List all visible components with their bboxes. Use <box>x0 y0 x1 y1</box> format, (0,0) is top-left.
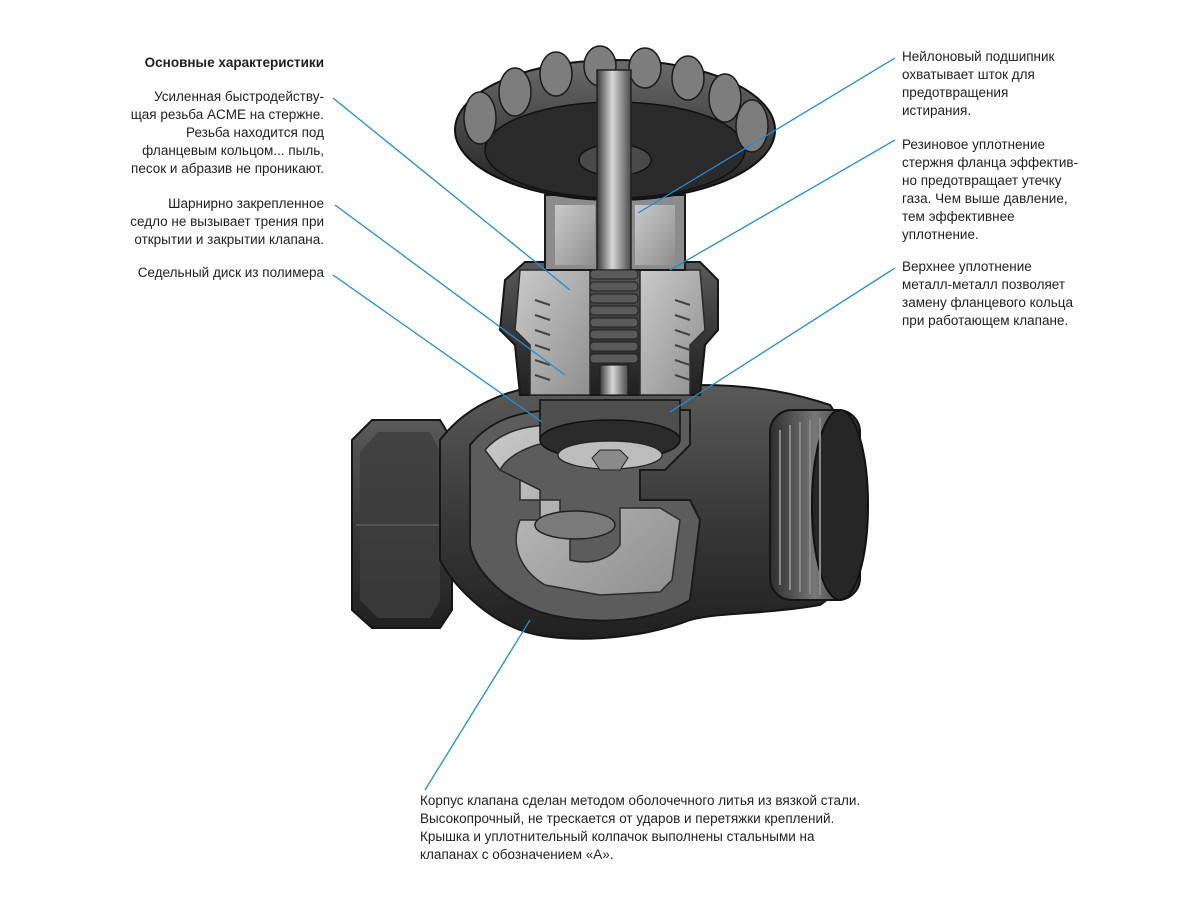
leader-metal-seal <box>669 267 896 413</box>
leader-valve-body <box>424 619 531 791</box>
leader-rubber-stem-seal <box>669 139 896 271</box>
label-acme-thread: Усиленная быстродейству- щая резьба ACME… <box>130 89 324 176</box>
label-metal-seal: Верхнее уплотнение металл-металл позволя… <box>902 259 1074 328</box>
disc-assembly <box>539 399 681 471</box>
valve-stem <box>589 69 639 396</box>
label-rubber-stem-seal: Резиновое уплотнение стержня фланца эффе… <box>902 137 1079 242</box>
features-heading: Основные характеристики <box>144 55 324 70</box>
label-nylon-bearing: Нейлоновый подшипник охватывает шток для… <box>902 49 1055 118</box>
right-threaded-port <box>769 409 869 601</box>
leader-hinged-seat <box>334 204 566 376</box>
bonnet <box>498 261 719 396</box>
label-hinged-seat: Шарнирно закрепленное седло не вызывает … <box>130 196 324 247</box>
label-polymer-disc: Седельный диск из полимера <box>137 265 324 280</box>
left-hex-port <box>351 419 453 629</box>
label-valve-body: Корпус клапана сделан методом оболочечно… <box>420 793 861 862</box>
leader-nylon-bearing <box>637 57 896 214</box>
leader-polymer-disc <box>332 274 543 423</box>
leader-lines <box>332 57 896 791</box>
leader-acme-thread <box>332 97 571 291</box>
